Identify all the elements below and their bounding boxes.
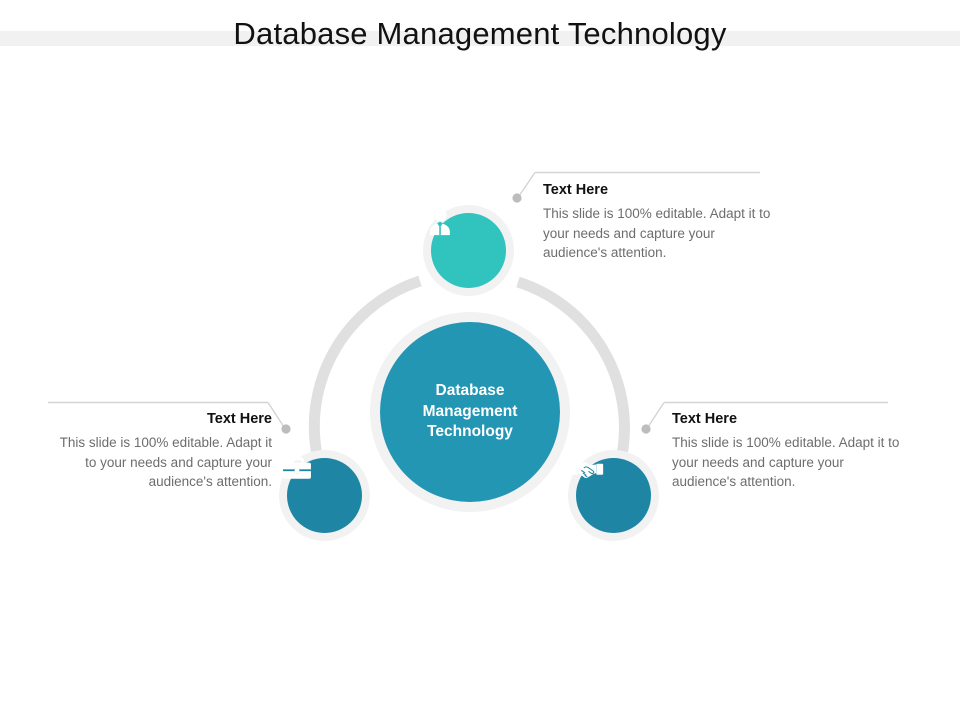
callout-right-body: This slide is 100% editable. Adapt it to… (672, 435, 900, 489)
node-bottom-left-disc (283, 457, 362, 533)
node-top-disc (430, 208, 506, 288)
center-node[interactable]: Database Management Technology (370, 312, 570, 512)
callout-left-heading: Text Here (206, 411, 272, 427)
callout-top-right: Text Here This slide is 100% editable. A… (543, 182, 779, 262)
node-top[interactable] (423, 205, 514, 296)
node-bottom-right[interactable] (568, 450, 659, 541)
callout-left-body: This slide is 100% editable. Adapt it to… (59, 435, 272, 489)
callout-top-right-body: This slide is 100% editable. Adapt it to… (543, 206, 771, 260)
callout-left: Text Here This slide is 100% editable. A… (46, 411, 272, 491)
center-disc: Database Management Technology (380, 322, 560, 502)
callout-right: Text Here This slide is 100% editable. A… (672, 411, 908, 491)
connector-arc-ring (308, 275, 630, 457)
center-node-label: Database Management Technology (422, 381, 518, 441)
leader-line-left (48, 401, 291, 434)
title-background-band (0, 31, 960, 46)
callout-right-heading: Text Here (672, 411, 738, 427)
leader-line-top-right (512, 171, 760, 203)
page-title: Database Management Technology (233, 16, 727, 51)
node-bottom-right-disc (570, 458, 651, 533)
leader-line-right (641, 401, 888, 434)
node-bottom-left[interactable] (279, 450, 370, 541)
callout-top-right-heading: Text Here (543, 182, 609, 198)
